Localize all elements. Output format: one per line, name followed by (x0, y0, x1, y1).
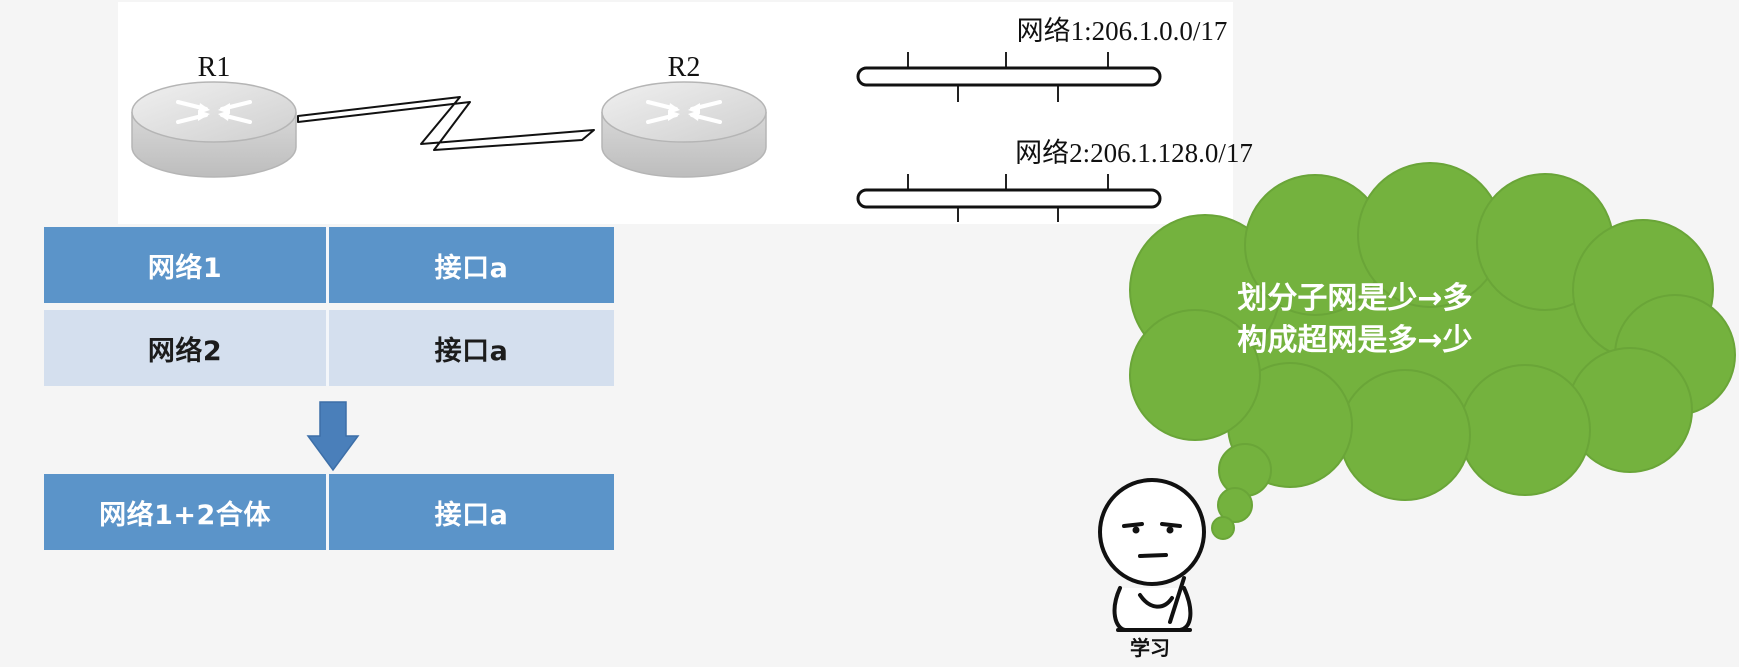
routing-table-merged-row: 网络1+2合体 接口a (44, 474, 614, 550)
network-diagram: R1 R2 (118, 2, 1253, 224)
merged-network-cell: 网络1+2合体 (44, 474, 329, 550)
router-r1-icon (131, 81, 297, 178)
down-arrow-icon (306, 401, 360, 472)
network2-bus (856, 174, 1162, 222)
serial-link (297, 96, 595, 151)
network2-label: 网络2:206.1.128.0/17 (1015, 138, 1253, 168)
row1-network-cell: 网络1 (44, 227, 329, 303)
router-r2-icon (601, 81, 767, 178)
thought-bubble-text: 划分子网是少→多 构成超网是多→少 (1205, 278, 1505, 362)
network-diagram-canvas: R1 R2 (131, 16, 1253, 222)
network1-bus (856, 52, 1162, 102)
figure-caption: 学习 (1130, 636, 1170, 660)
routing-table-row-2: 网络2 接口a (44, 310, 614, 386)
merged-interface-cell: 接口a (329, 474, 614, 550)
thought-bubble-cloud (1129, 162, 1736, 540)
row2-network-cell: 网络2 (44, 310, 329, 386)
thought-line-2: 构成超网是多→少 (1237, 323, 1473, 358)
row2-interface-cell: 接口a (329, 310, 614, 386)
router-r1-label: R1 (198, 52, 231, 83)
studying-figure-icon (1098, 478, 1206, 632)
thought-line-1: 划分子网是少→多 (1237, 281, 1473, 316)
row1-interface-cell: 接口a (329, 227, 614, 303)
routing-table-row-1: 网络1 接口a (44, 227, 614, 303)
network1-label: 网络1:206.1.0.0/17 (1017, 16, 1228, 46)
router-r2-label: R2 (668, 52, 701, 83)
